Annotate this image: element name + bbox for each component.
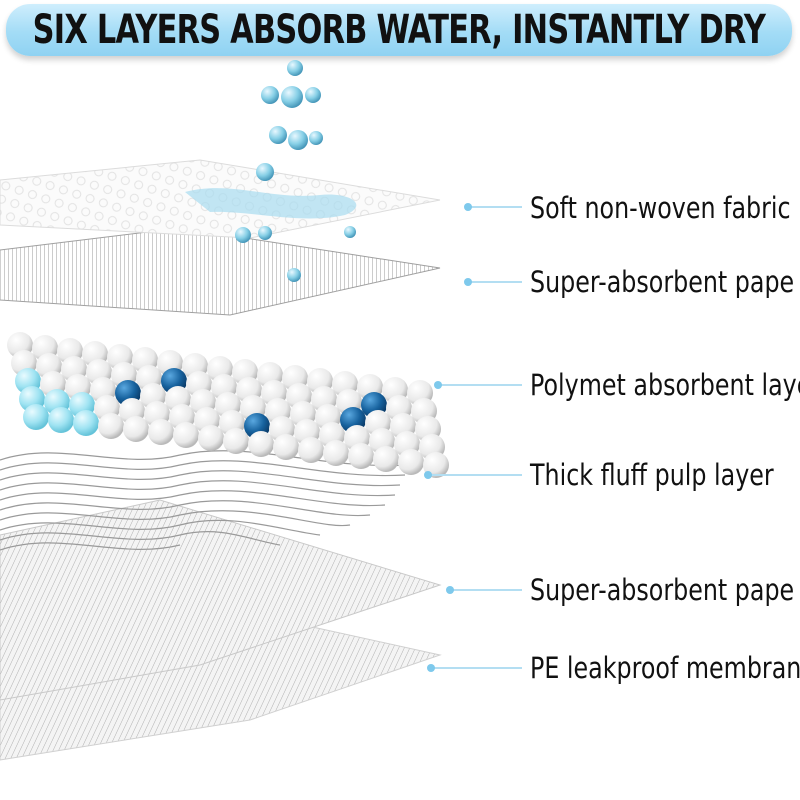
- layer-polymer-beads: [7, 332, 449, 478]
- polymer-bead: [398, 449, 424, 475]
- polymer-bead: [98, 413, 124, 439]
- page-title: SIX LAYERS ABSORB WATER, INSTANTLY DRY: [32, 7, 766, 53]
- callout-connectors: [430, 206, 522, 669]
- layer-label: Super-absorbent pape: [530, 573, 795, 607]
- water-droplets: [235, 60, 356, 282]
- layer-label: Super-absorbent pape: [530, 265, 795, 299]
- layer-label: Soft non-woven fabric: [530, 191, 791, 225]
- polymer-bead: [173, 422, 199, 448]
- layer-non-woven-fabric: [0, 159, 441, 239]
- polymer-bead: [348, 443, 374, 469]
- callout-super-absorbent-paper-top: Super-absorbent pape: [0, 267, 800, 297]
- polymer-bead: [273, 434, 299, 460]
- polymer-bead: [223, 428, 249, 454]
- callout-thick-fluff-pulp-layer: Thick fluff pulp layer: [0, 460, 800, 490]
- polymer-bead: [148, 419, 174, 445]
- title-banner: SIX LAYERS ABSORB WATER, INSTANTLY DRY: [6, 4, 792, 56]
- polymer-bead: [198, 425, 224, 451]
- callout-pe-leakproof-membrane: PE leakproof membrane: [0, 653, 800, 683]
- layer-label: PE leakproof membrane: [530, 651, 800, 685]
- callout-super-absorbent-paper-bottom: Super-absorbent pape: [0, 575, 800, 605]
- layer-label: Polymet absorbent layer: [530, 368, 800, 402]
- layer-super-absorbent-paper-bottom: [0, 499, 442, 701]
- callout-dots: [424, 203, 472, 672]
- polymer-bead: [373, 446, 399, 472]
- polymer-bead: [323, 440, 349, 466]
- polymer-bead: [298, 437, 324, 463]
- polymer-bead: [123, 416, 149, 442]
- polymer-bead: [73, 410, 99, 436]
- callout-polymer-absorbent-layer: Polymet absorbent layer: [0, 370, 800, 400]
- callout-soft-non-woven-fabric: Soft non-woven fabric: [0, 193, 800, 223]
- polymer-bead: [48, 407, 74, 433]
- layer-label: Thick fluff pulp layer: [530, 458, 774, 492]
- polymer-bead: [248, 431, 274, 457]
- layer-fluff-pulp: [0, 450, 411, 551]
- polymer-bead: [23, 404, 49, 430]
